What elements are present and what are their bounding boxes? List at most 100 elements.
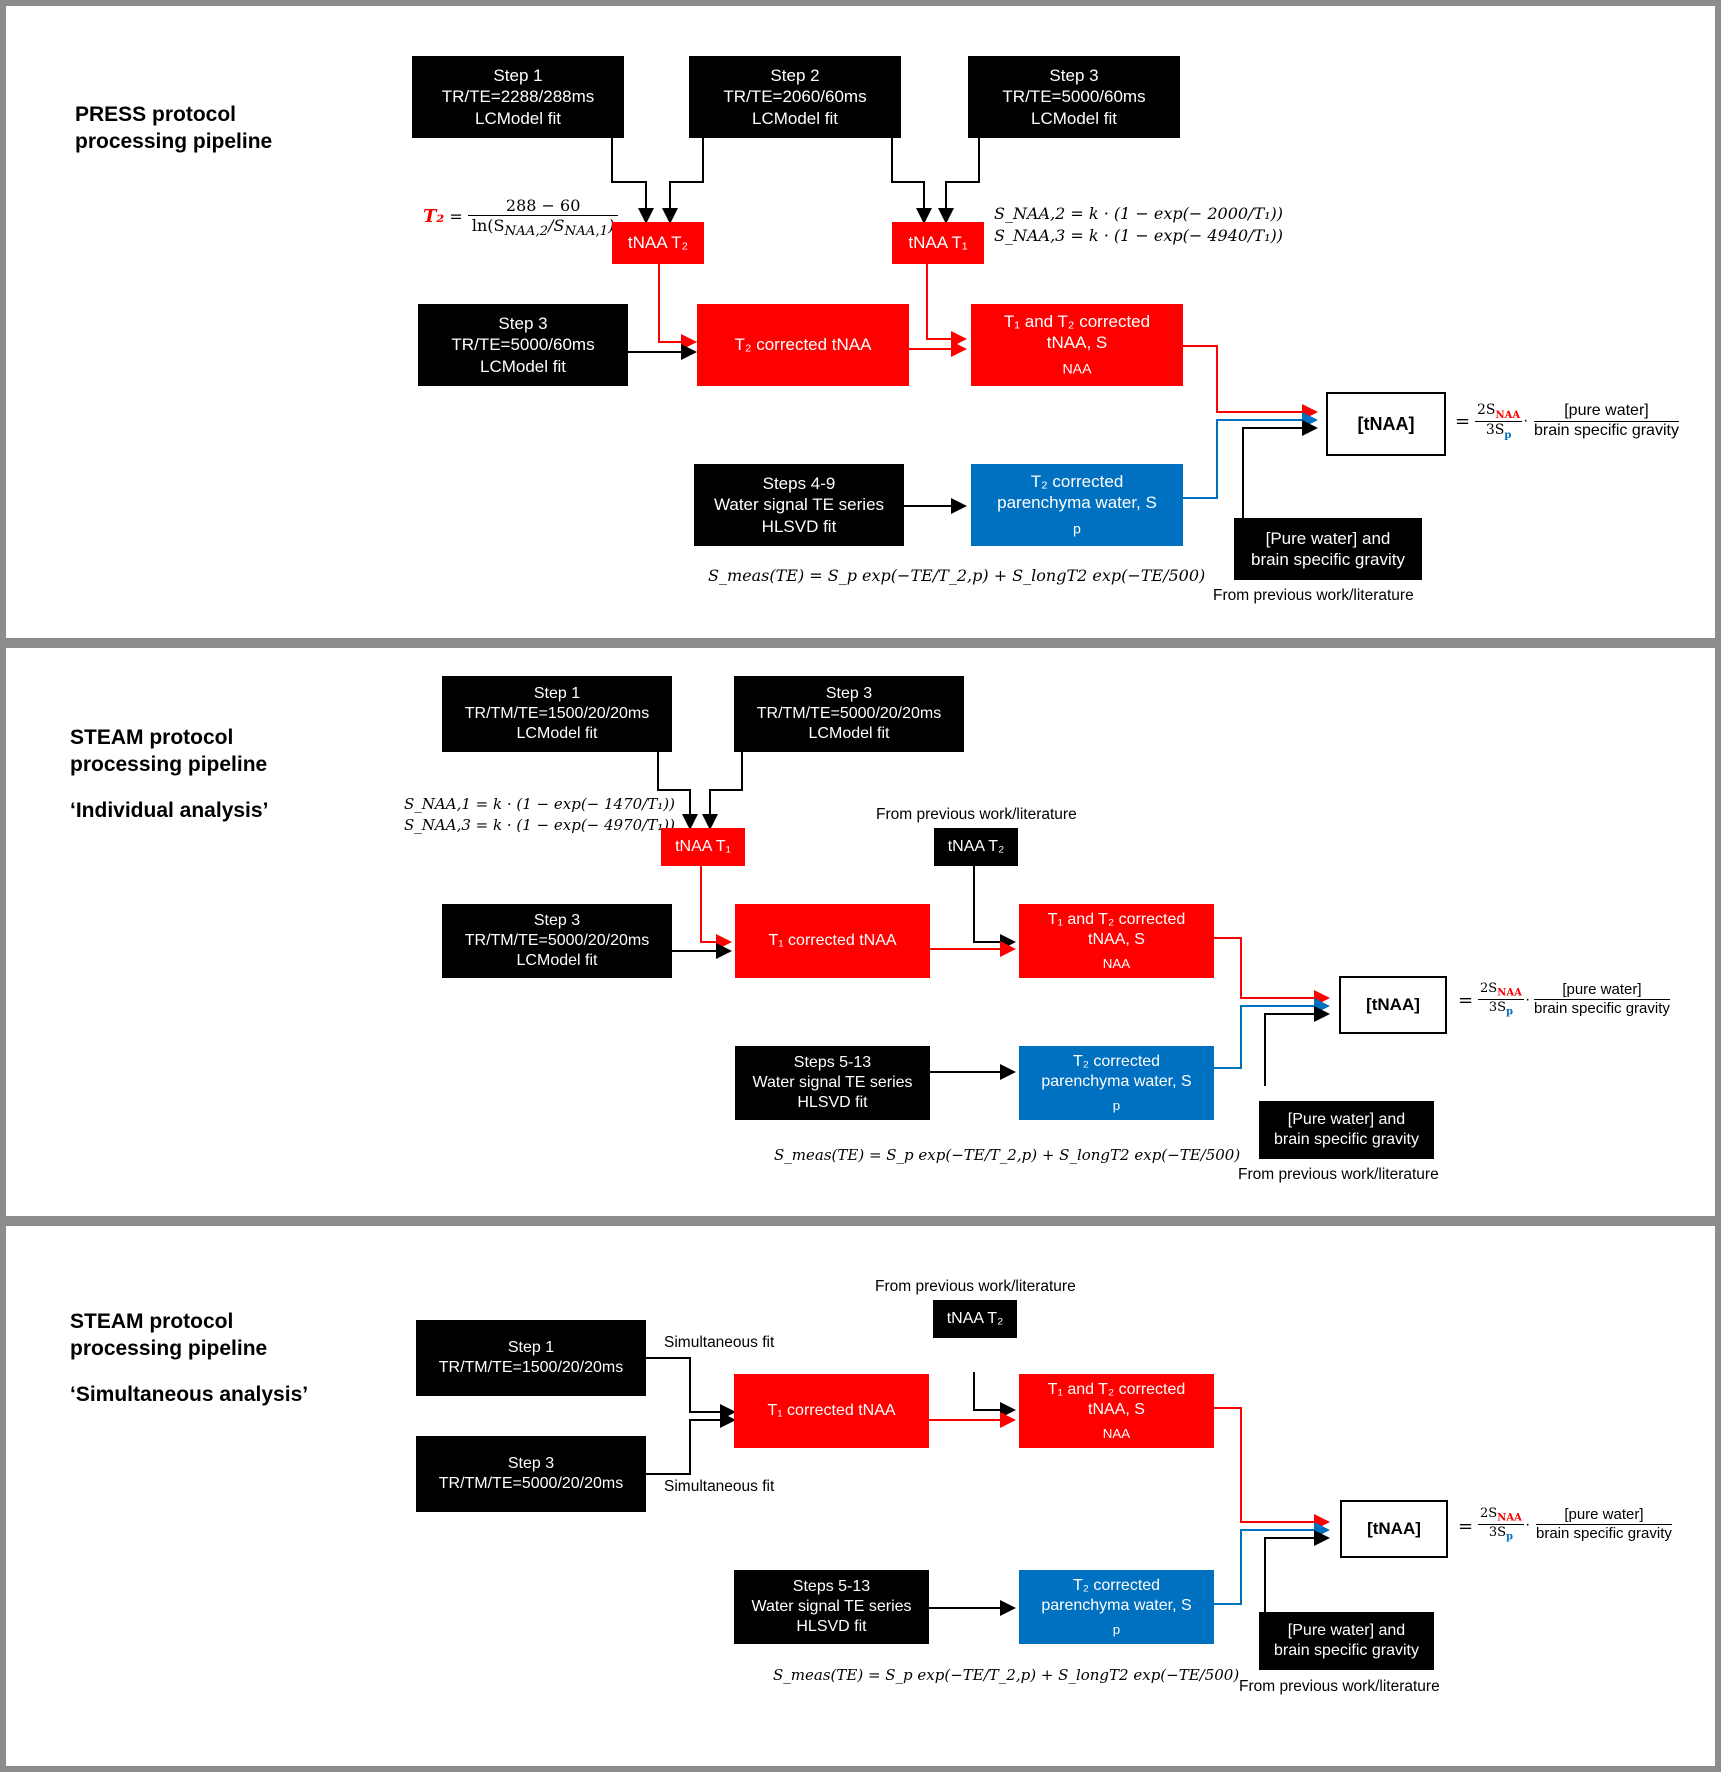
steam-ind-step1-box: Step 1 TR/TM/TE=1500/20/20ms LCModel fit xyxy=(442,676,672,752)
steam-ind-frac-num: 2S xyxy=(1480,981,1498,996)
steam-sim-water-corrected-line1: T₂ corrected xyxy=(1072,1576,1161,1594)
press-tnaa-t1-label: tNAA T₁ xyxy=(908,233,968,253)
press-step1-params: TR/TE=2288/288ms xyxy=(441,87,595,107)
steam-sim-title-line1: STEAM protocol xyxy=(70,1310,234,1333)
steam-sim-dot: · xyxy=(1525,1516,1531,1533)
steam-ind-t1t2-line1: T₁ and T₂ corrected xyxy=(1047,910,1186,928)
steam-sim-sp-subscript: p xyxy=(1112,1621,1121,1637)
press-tnaa-result-label: [tNAA] xyxy=(1357,413,1415,434)
steam-sim-frac-num: 2S xyxy=(1480,1506,1498,1521)
steam-ind-pure-water-box: [Pure water] and brain specific gravity xyxy=(1259,1101,1434,1159)
steam-individual-title: STEAM protocol processing pipeline ‘Indi… xyxy=(70,724,268,824)
steam-ind-from-previous-note: From previous work/literature xyxy=(1238,1166,1439,1183)
steam-ind-tnaa-t1-box: tNAA T₁ xyxy=(661,828,745,866)
press-step3-top-box: Step 3 TR/TE=5000/60ms LCModel fit xyxy=(968,56,1180,138)
press-step2-params: TR/TE=2060/60ms xyxy=(723,87,867,107)
steam-ind-water-series-desc: Water signal TE series xyxy=(752,1074,913,1091)
steam-sim-pure-water-box: [Pure water] and brain specific gravity xyxy=(1259,1612,1434,1670)
steam-ind-step1-label: Step 1 xyxy=(533,685,581,702)
steam-ind-water-num: [pure water] xyxy=(1534,981,1670,1000)
steam-ind-from-previous-top: From previous work/literature xyxy=(876,806,1077,823)
steam-sim-fit-label-bottom: Simultaneous fit xyxy=(664,1478,775,1495)
steam-ind-water-series-fit: HLSVD fit xyxy=(797,1094,868,1111)
press-t1-eq-line1: S_NAA,2 = k · (1 − exp(− 2000/T₁)) xyxy=(994,204,1284,223)
steam-ind-step1-fit: LCModel fit xyxy=(516,725,598,742)
steam-individual-panel: STEAM protocol processing pipeline ‘Indi… xyxy=(6,648,1715,1216)
steam-sim-title-line3: ‘Simultaneous analysis’ xyxy=(70,1382,309,1406)
press-water-num: [pure water] xyxy=(1534,402,1679,422)
steam-sim-t1-corrected-label: T₁ corrected tNAA xyxy=(767,1402,896,1419)
press-step1-box: Step 1 TR/TE=2288/288ms LCModel fit xyxy=(412,56,624,138)
steam-sim-tnaa-t2-label: tNAA T₂ xyxy=(946,1310,1004,1327)
press-title-line1: PRESS protocol xyxy=(75,103,237,126)
press-tnaa-t1-box: tNAA T₁ xyxy=(892,222,984,264)
steam-sim-step1-label: Step 1 xyxy=(507,1339,555,1356)
steam-sim-t1t2-line1: T₁ and T₂ corrected xyxy=(1047,1380,1186,1398)
steam-ind-step3-left-box: Step 3 TR/TM/TE=5000/20/20ms LCModel fit xyxy=(442,904,672,978)
steam-ind-step3-left-label: Step 3 xyxy=(533,912,581,929)
press-tnaa-result-box: [tNAA] xyxy=(1326,392,1446,456)
press-water-series-desc: Water signal TE series xyxy=(713,495,885,515)
press-title: PRESS protocol processing pipeline xyxy=(75,101,272,156)
steam-sim-fit-label-top: Simultaneous fit xyxy=(664,1334,775,1351)
press-t2-equation: T₂ = 288 − 60 ln(SNAA,2/SNAA,1) xyxy=(423,196,619,239)
press-water-series-label: Steps 4-9 xyxy=(762,474,836,494)
steam-ind-t1-corrected-label: T₁ corrected tNAA xyxy=(768,932,897,949)
steam-sim-water-equation: S_meas(TE) = S_p exp(−TE/T_2,p) + S_long… xyxy=(773,1666,1240,1684)
press-step2-label: Step 2 xyxy=(770,66,820,86)
press-tnaa-t2-label: tNAA T₂ xyxy=(627,233,689,253)
steam-sim-frac-den: 3S xyxy=(1488,1524,1507,1540)
press-pure-water-line1: [Pure water] and xyxy=(1265,528,1391,548)
steam-ind-water-series-label: Steps 5-13 xyxy=(793,1054,872,1071)
press-step2-box: Step 2 TR/TE=2060/60ms LCModel fit xyxy=(689,56,901,138)
steam-ind-water-corrected-line2: parenchyma water, S xyxy=(1041,1072,1192,1090)
steam-sim-tnaa-result-label: [tNAA] xyxy=(1367,1519,1421,1539)
steam-sim-water-corrected-line2: parenchyma water, S xyxy=(1041,1596,1192,1614)
steam-sim-water-fraction: [pure water] brain specific gravity xyxy=(1536,1506,1672,1542)
steam-ind-dot: · xyxy=(1525,991,1531,1008)
steam-ind-tnaa-t2-label: tNAA T₂ xyxy=(947,838,1005,855)
steam-ind-step3-top-box: Step 3 TR/TM/TE=5000/20/20ms LCModel fit xyxy=(734,676,964,752)
press-t1t2-corrected-line1: T₁ and T₂ corrected xyxy=(1003,311,1151,331)
steam-ind-snaa-subscript: NAA xyxy=(1102,955,1131,971)
steam-sim-snaa-subscript: NAA xyxy=(1102,1425,1131,1441)
press-t1t2-corrected-line2: tNAA, S xyxy=(1046,332,1108,352)
press-pure-water-line2: brain specific gravity xyxy=(1250,550,1405,569)
steam-individual-title-line2: processing pipeline xyxy=(70,753,268,777)
steam-sim-water-series-desc: Water signal TE series xyxy=(751,1598,912,1615)
press-water-series-fit: HLSVD fit xyxy=(761,516,837,536)
steam-sim-water-num: [pure water] xyxy=(1536,1506,1672,1525)
press-t2-corrected-tnaa-box: T₂ corrected tNAA xyxy=(697,304,909,386)
press-water-series-box: Steps 4-9 Water signal TE series HLSVD f… xyxy=(694,464,904,546)
steam-sim-water-series-label: Steps 5-13 xyxy=(792,1578,871,1595)
press-water-fraction: [pure water] brain specific gravity xyxy=(1534,402,1679,440)
steam-ind-t1-equations: S_NAA,1 = k · (1 − exp(− 1470/T₁)) S_NAA… xyxy=(404,794,675,836)
press-water-corrected-line1: T₂ corrected xyxy=(1030,471,1124,491)
press-t1-equations: S_NAA,2 = k · (1 − exp(− 2000/T₁)) S_NAA… xyxy=(994,203,1283,248)
steam-ind-step3-top-fit: LCModel fit xyxy=(808,725,890,742)
steam-ind-water-fraction: [pure water] brain specific gravity xyxy=(1534,981,1670,1017)
press-pipeline-panel: PRESS protocol processing pipeline Step … xyxy=(6,6,1715,638)
steam-ind-step3-top-label: Step 3 xyxy=(825,685,873,702)
steam-ind-step3-top-params: TR/TM/TE=5000/20/20ms xyxy=(756,705,942,722)
press-frac-den: 3S xyxy=(1485,421,1505,438)
press-water-den: brain specific gravity xyxy=(1534,422,1679,439)
steam-ind-tnaa-t1-label: tNAA T₁ xyxy=(675,838,731,855)
press-equals-sign: = xyxy=(1455,411,1471,432)
steam-ind-t1-eq-line1: S_NAA,1 = k · (1 − exp(− 1470/T₁)) xyxy=(404,795,675,813)
steam-simultaneous-panel: STEAM protocol processing pipeline ‘Simu… xyxy=(6,1226,1715,1766)
press-step1-label: Step 1 xyxy=(493,66,543,86)
steam-ind-frac-den: 3S xyxy=(1488,999,1507,1015)
press-dot: · xyxy=(1523,412,1529,429)
steam-sim-title: STEAM protocol processing pipeline ‘Simu… xyxy=(70,1308,308,1408)
steam-ind-tnaa-t2-box: tNAA T₂ xyxy=(934,828,1018,866)
press-step1-fit: LCModel fit xyxy=(475,108,561,128)
press-t1-eq-line2: S_NAA,3 = k · (1 − exp(− 4940/T₁)) xyxy=(994,226,1284,246)
press-frac-num: 2S xyxy=(1477,402,1496,418)
steam-ind-pure-water-line2: brain specific gravity xyxy=(1274,1131,1419,1148)
press-water-corrected-line2: parenchyma water, S xyxy=(997,492,1157,512)
steam-sim-pure-water-line2: brain specific gravity xyxy=(1274,1642,1419,1659)
press-step3-left-fit: LCModel fit xyxy=(480,356,566,376)
